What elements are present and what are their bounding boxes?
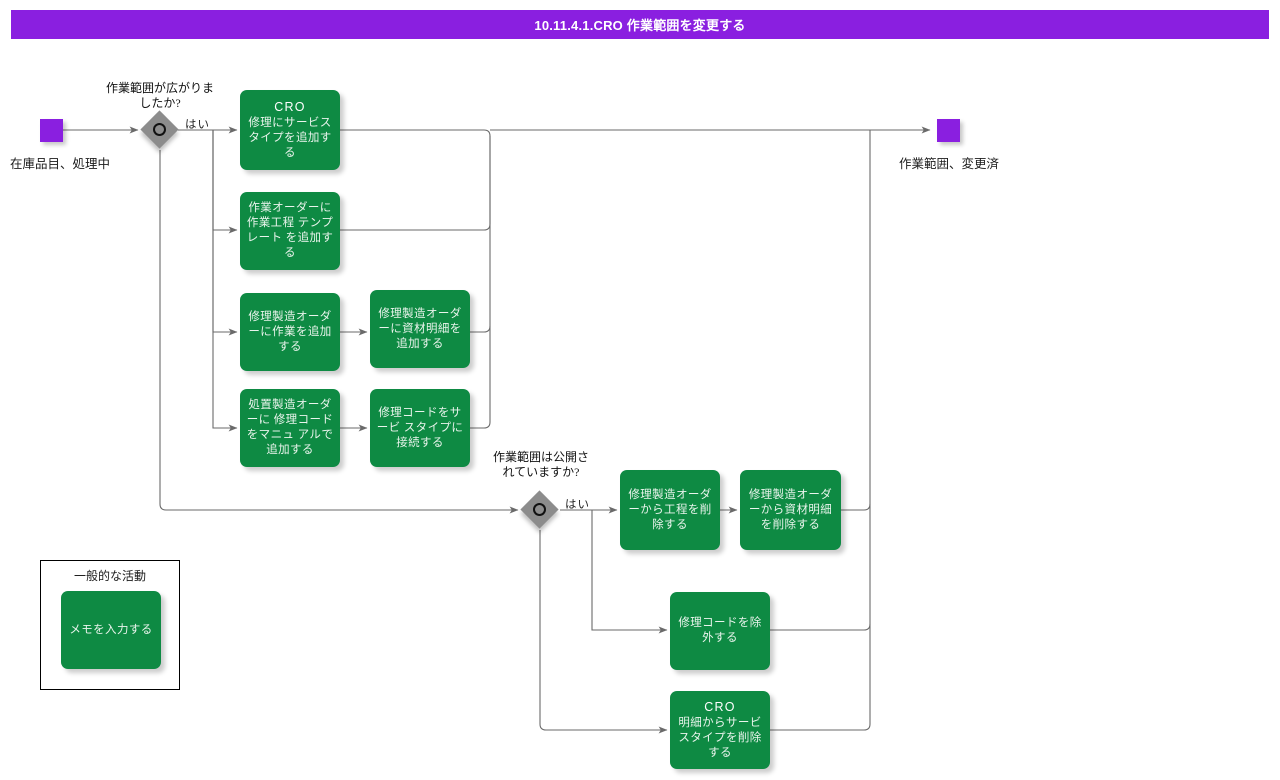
edge-d2-no-to-t10 <box>539 530 668 734</box>
decision-scope-expanded[interactable] <box>140 110 179 149</box>
task-add-service-type-to-repair[interactable]: CRO 修理にサービス タイプを追加する <box>240 90 340 170</box>
task-body: 修理コードを除外する <box>678 617 762 644</box>
task-body: 修理製造オーダーから資材明細を削除する <box>748 488 833 531</box>
page-title: 10.11.4.1.CRO 作業範囲を変更する <box>534 18 746 33</box>
task-body: 明細からサービスタイプを削除する <box>678 716 762 759</box>
task-heading: CRO <box>274 99 306 114</box>
edge-d1-to-t5 <box>212 130 238 432</box>
edge-label-d2-yes: はい <box>565 499 590 511</box>
decision-ring-icon <box>153 123 166 136</box>
legend-task-enter-note[interactable]: メモを入力する <box>61 591 161 669</box>
edge-d1-to-t2 <box>212 130 238 234</box>
task-body: 修理製造オーダーから工程を削除する <box>628 488 712 531</box>
task-heading: CRO <box>704 699 736 714</box>
task-body: 処置製造オーダーに 修理コードをマニュ アルで追加する <box>246 399 334 456</box>
task-add-operation-to-repair-production-order[interactable]: 修理製造オーダーに作業を追加する <box>240 293 340 371</box>
task-text: CRO 修理にサービス タイプを追加する <box>246 100 334 161</box>
task-text: 処置製造オーダーに 修理コードをマニュ アルで追加する <box>246 398 334 458</box>
task-text: 修理製造オーダーから資材明細を削除する <box>746 488 835 533</box>
task-remove-operation-from-repair-production-order[interactable]: 修理製造オーダーから工程を削除する <box>620 470 720 550</box>
task-text: 修理製造オーダーに作業を追加する <box>246 310 334 355</box>
task-remove-bom-line-from-repair-production-order[interactable]: 修理製造オーダーから資材明細を削除する <box>740 470 841 550</box>
edge-label-d1-yes: はい <box>185 119 210 131</box>
task-link-repair-code-to-service-type[interactable]: 修理コードをサービ スタイプに接続する <box>370 389 470 467</box>
task-body: 作業オーダーに作業工程 テンプレート を追加する <box>246 202 334 259</box>
edge-t10-merge <box>770 624 871 731</box>
decision-scope-published[interactable] <box>520 490 559 529</box>
task-body: 修理コードをサービ スタイプに接続する <box>376 406 464 449</box>
task-add-work-order-routing-template[interactable]: 作業オーダーに作業工程 テンプレート を追加する <box>240 192 340 270</box>
start-terminator-label: 在庫品目、処理中 <box>9 157 110 171</box>
edge-t6-collector <box>470 326 491 429</box>
end-terminator[interactable] <box>937 119 960 142</box>
edge-t1-t2-collector <box>340 129 491 231</box>
task-add-repair-code-manually[interactable]: 処置製造オーダーに 修理コードをマニュ アルで追加する <box>240 389 340 467</box>
legend-group: 一般的な活動 メモを入力する <box>40 560 180 690</box>
decision-scope-published-label: 作業範囲は公開されていますか? <box>492 450 589 479</box>
decision-scope-expanded-label: 作業範囲が広がりましたか? <box>105 81 214 110</box>
edge-t8-merge <box>841 136 871 511</box>
start-terminator[interactable] <box>40 119 63 142</box>
task-exclude-repair-code[interactable]: 修理コードを除外する <box>670 592 770 670</box>
edge-d1-to-t3 <box>212 130 238 336</box>
task-text: 作業オーダーに作業工程 テンプレート を追加する <box>246 201 334 261</box>
task-text: 修理製造オーダーから工程を削除する <box>626 488 714 533</box>
task-body: 修理製造オーダーに資材明細を追加する <box>378 307 462 350</box>
task-text: 修理コードを除外する <box>676 616 764 646</box>
task-text: 修理製造オーダーに資材明細を追加する <box>376 307 464 352</box>
title-bar: 10.11.4.1.CRO 作業範囲を変更する <box>11 10 1269 39</box>
edge-t4-collector <box>470 136 491 333</box>
decision-ring-icon <box>533 503 546 516</box>
task-body: 修理にサービス タイプを追加する <box>248 116 332 159</box>
task-text: 修理コードをサービ スタイプに接続する <box>376 406 464 451</box>
end-terminator-label: 作業範囲、変更済 <box>898 157 999 171</box>
legend-group-title: 一般的な活動 <box>73 569 146 583</box>
task-text: メモを入力する <box>69 623 152 638</box>
task-body: 修理製造オーダーに作業を追加する <box>248 310 332 353</box>
task-remove-service-type-from-line[interactable]: CRO 明細からサービスタイプを削除する <box>670 691 770 769</box>
task-add-bom-line-to-repair-production-order[interactable]: 修理製造オーダーに資材明細を追加する <box>370 290 470 368</box>
task-text: CRO 明細からサービスタイプを削除する <box>676 700 764 761</box>
task-body: メモを入力する <box>69 623 153 636</box>
